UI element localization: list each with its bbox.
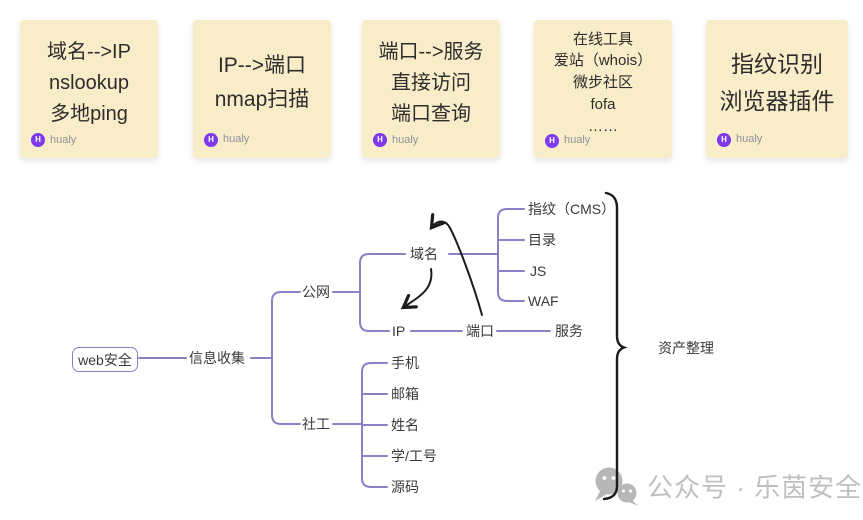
connector-level1-bracket bbox=[271, 291, 301, 425]
watermark-text: 公众号 · 乐茵安全 bbox=[647, 472, 863, 503]
note-line: 爱站（whois） bbox=[553, 52, 653, 70]
node-info-gathering: 信息收集 bbox=[189, 350, 245, 366]
node-waf: WAF bbox=[528, 293, 559, 309]
note-footer: H hualy bbox=[31, 132, 76, 149]
node-web-security: web安全 bbox=[72, 347, 138, 372]
node-student-work-id: 学/工号 bbox=[391, 448, 437, 464]
connector-domain-bracket bbox=[497, 208, 525, 302]
note-footer: H hualy bbox=[373, 132, 418, 149]
asset-brace bbox=[602, 191, 628, 501]
hualy-brand-label: hualy bbox=[223, 133, 250, 146]
sticky-note-domain-to-ip: 域名-->IP nslookup 多地ping H hualy bbox=[20, 20, 158, 158]
note-line: 端口-->服务 bbox=[378, 40, 484, 63]
node-port: 端口 bbox=[466, 323, 494, 339]
note-line: nslookup bbox=[48, 71, 130, 94]
sticky-note-online-tools: 在线工具 爱站（whois） 微步社区 fofa …… H hualy bbox=[534, 20, 672, 158]
note-line: IP-->端口 bbox=[217, 54, 307, 78]
hualy-logo-icon: H bbox=[717, 133, 731, 148]
node-js: JS bbox=[530, 263, 547, 279]
node-domain: 域名 bbox=[410, 246, 438, 262]
note-line: 域名-->IP bbox=[47, 40, 131, 63]
node-name: 姓名 bbox=[391, 417, 419, 433]
node-phone: 手机 bbox=[391, 355, 419, 371]
arrow-port-to-domain bbox=[429, 213, 483, 316]
node-directory: 目录 bbox=[528, 232, 556, 248]
connector-public-bracket bbox=[359, 253, 406, 332]
node-source-code: 源码 bbox=[391, 479, 419, 495]
hualy-logo-icon: H bbox=[373, 133, 387, 148]
note-line: 微步社区 bbox=[572, 74, 633, 92]
note-line: 端口查询 bbox=[391, 102, 471, 125]
hualy-logo-icon: H bbox=[204, 133, 218, 148]
connector-social-bracket bbox=[361, 362, 388, 488]
hualy-brand-label: hualy bbox=[736, 133, 763, 146]
sticky-note-fingerprint: 指纹识别 浏览器插件 H hualy bbox=[706, 20, 848, 158]
hualy-logo-icon: H bbox=[545, 134, 559, 149]
note-line: 多地ping bbox=[50, 102, 128, 125]
sticky-note-port-to-service: 端口-->服务 直接访问 端口查询 H hualy bbox=[362, 20, 500, 158]
note-line: 指纹识别 bbox=[731, 51, 823, 78]
asset-brace-label: 资产整理 bbox=[658, 340, 714, 356]
hualy-logo-icon: H bbox=[31, 133, 45, 148]
note-line: 浏览器插件 bbox=[719, 88, 835, 114]
note-line: nmap扫描 bbox=[214, 88, 310, 111]
hualy-brand-label: hualy bbox=[392, 133, 419, 146]
note-line: fofa bbox=[590, 95, 616, 113]
node-ip: IP bbox=[392, 323, 406, 339]
node-fingerprint-cms: 指纹（CMS） bbox=[528, 201, 616, 217]
note-footer: H hualy bbox=[545, 133, 590, 149]
node-service: 服务 bbox=[555, 323, 583, 339]
note-line: …… bbox=[588, 117, 618, 135]
arrow-domain-to-ip bbox=[400, 268, 433, 310]
sticky-note-ip-to-port: IP-->端口 nmap扫描 H hualy bbox=[193, 20, 331, 158]
note-line: 直接访问 bbox=[391, 71, 471, 94]
note-footer: H hualy bbox=[717, 131, 762, 149]
note-line: 在线工具 bbox=[572, 30, 633, 48]
note-footer: H hualy bbox=[204, 131, 249, 149]
hualy-brand-label: hualy bbox=[50, 133, 77, 146]
node-social-engineering: 社工 bbox=[302, 416, 330, 432]
node-public-network: 公网 bbox=[302, 284, 330, 300]
hualy-brand-label: hualy bbox=[564, 134, 591, 147]
node-email: 邮箱 bbox=[391, 386, 419, 402]
